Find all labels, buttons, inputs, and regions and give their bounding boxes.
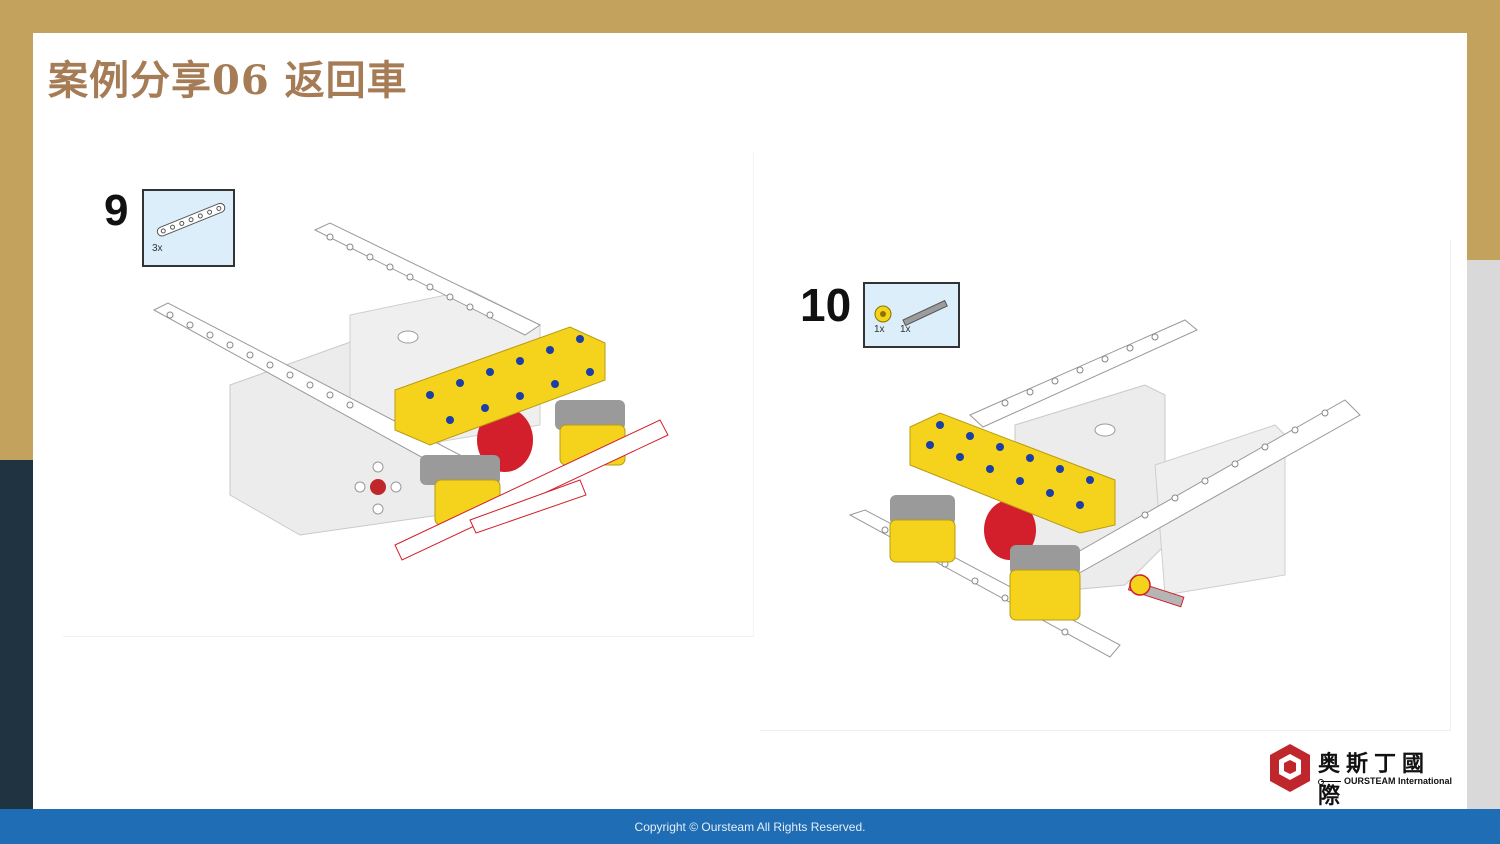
copyright-text: Copyright © Oursteam All Rights Reserved… [634, 820, 866, 834]
logo-line-dot [1318, 779, 1324, 785]
logo-cube-icon [1270, 744, 1310, 792]
parts-icons [874, 299, 948, 327]
part-quantity: 1x [874, 324, 885, 335]
bush-icon [874, 305, 892, 323]
lego-model-step-10 [848, 319, 1361, 658]
beam-icon [156, 202, 226, 237]
logo-chinese-name: 奥斯丁國際 [1318, 752, 1431, 809]
part-quantity: 3x [152, 243, 163, 254]
part-quantity: 1x [900, 324, 911, 335]
lego-model-step-9 [152, 222, 669, 561]
footer-bar [0, 809, 1500, 844]
parts-callout: 3x [142, 189, 235, 267]
axle-icon [902, 299, 948, 327]
parts-callout: 1x 1x [863, 282, 960, 348]
step-number: 9 [104, 186, 129, 235]
logo-line [1321, 781, 1341, 782]
company-logo: 奥斯丁國際 OURSTEAM International [1266, 742, 1456, 809]
step-number: 10 [800, 279, 852, 331]
logo-english-name: OURSTEAM International [1344, 776, 1453, 786]
slide-title: 案例分享06 返回車 [48, 57, 408, 104]
